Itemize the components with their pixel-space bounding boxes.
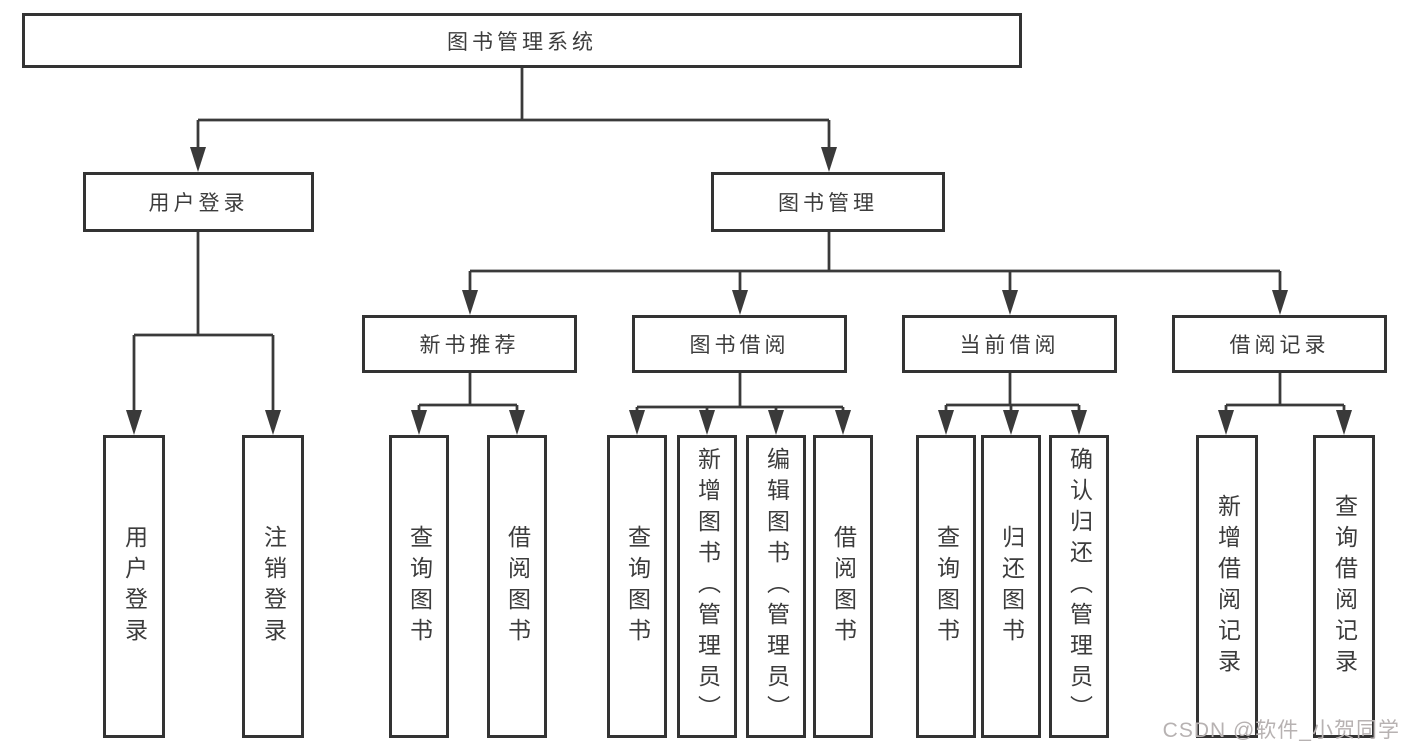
leaf-label: 编辑图书（管理员） (763, 447, 790, 726)
watermark: CSDN @软件_小贺同学 (1162, 719, 1400, 742)
leaf-confirm-return-admin: 确认归还（管理员） (1049, 435, 1109, 738)
leaf-label: 查询图书 (933, 524, 960, 649)
leaf-add-books-admin: 新增图书（管理员） (677, 435, 737, 738)
leaf-label: 借阅图书 (504, 524, 531, 649)
node-root: 图书管理系统 (22, 13, 1022, 68)
leaf-label: 查询借阅记录 (1331, 493, 1358, 680)
node-user-login: 用户登录 (83, 172, 314, 232)
node-book-management: 图书管理 (711, 172, 945, 232)
leaf-label: 归还图书 (998, 524, 1025, 649)
leaf-label: 查询图书 (406, 524, 433, 649)
node-current-borrowing: 当前借阅 (902, 315, 1117, 373)
leaf-return-books: 归还图书 (981, 435, 1041, 738)
leaf-label: 查询图书 (624, 524, 651, 649)
leaf-borrow-books: 借阅图书 (813, 435, 873, 738)
leaf-query-borrow-record: 查询借阅记录 (1313, 435, 1375, 738)
node-book-borrowing: 图书借阅 (632, 315, 847, 373)
leaf-add-borrow-record: 新增借阅记录 (1196, 435, 1258, 738)
node-borrowing-records: 借阅记录 (1172, 315, 1387, 373)
leaf-query-books-borrowing: 查询图书 (607, 435, 667, 738)
leaf-label: 新增图书（管理员） (694, 447, 721, 726)
leaf-label: 用户登录 (121, 524, 148, 649)
leaf-query-books-recommend: 查询图书 (389, 435, 449, 738)
leaf-query-books-current: 查询图书 (916, 435, 976, 738)
leaf-edit-books-admin: 编辑图书（管理员） (746, 435, 806, 738)
leaf-user-login: 用户登录 (103, 435, 165, 738)
leaf-label: 新增借阅记录 (1214, 493, 1241, 680)
leaf-borrow-books-recommend: 借阅图书 (487, 435, 547, 738)
leaf-label: 借阅图书 (830, 524, 857, 649)
node-new-book-recommend: 新书推荐 (362, 315, 577, 373)
leaf-label: 注销登录 (260, 524, 287, 649)
leaf-label: 确认归还（管理员） (1066, 447, 1093, 726)
leaf-logout: 注销登录 (242, 435, 304, 738)
